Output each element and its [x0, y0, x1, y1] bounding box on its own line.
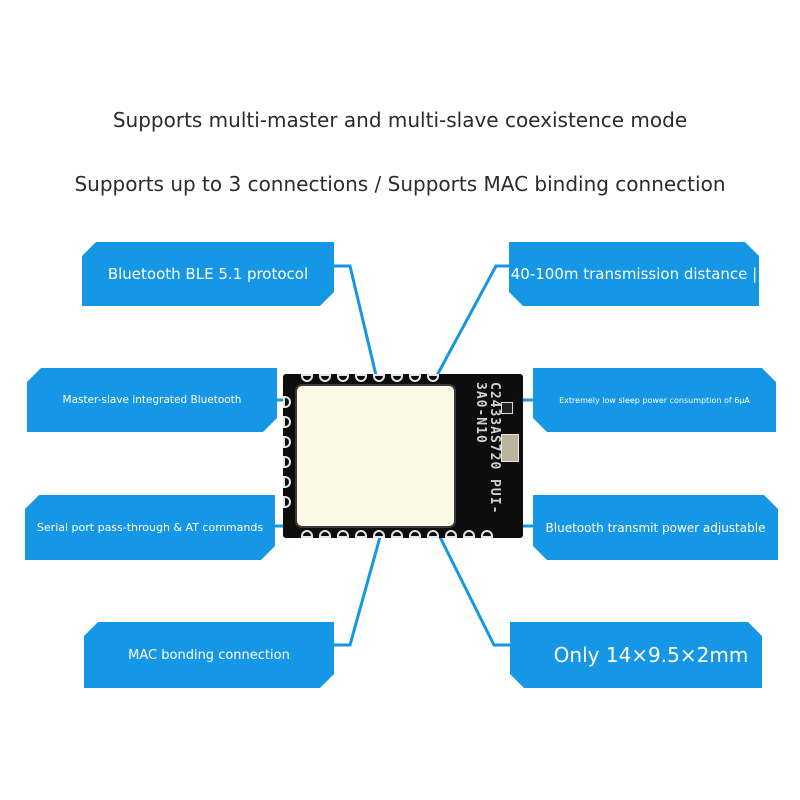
- callout-ble-protocol: Bluetooth BLE 5.1 protocol: [82, 242, 334, 306]
- connector-size: [438, 536, 510, 647]
- callout-transmit-power: Bluetooth transmit power adjustable: [533, 495, 778, 560]
- pad: [427, 530, 439, 538]
- pad: [337, 530, 349, 538]
- pad: [391, 530, 403, 538]
- pad: [283, 436, 291, 448]
- pad: [283, 456, 291, 468]
- silkscreen-label: C2433AS720 PUI-3A0-N10: [473, 382, 502, 515]
- callout-mac-bonding: MAC bonding connection: [84, 622, 334, 688]
- pad: [409, 530, 421, 538]
- crystal-component: [501, 434, 519, 462]
- callout-size: Only 14×9.5×2mm: [510, 622, 762, 688]
- pad: [301, 530, 313, 538]
- pad: [391, 374, 403, 382]
- callout-transmission-distance: 40-100m transmission distance |: [509, 242, 759, 306]
- pad: [445, 530, 457, 538]
- connector-mac-bonding: [334, 536, 382, 647]
- pad: [283, 416, 291, 428]
- pad: [409, 374, 421, 382]
- pad: [319, 374, 331, 382]
- pad: [283, 396, 291, 408]
- bluetooth-module: C2433AS720 PUI-3A0-N10: [283, 374, 523, 538]
- connector-ble-protocol: [334, 264, 382, 393]
- led-component: [501, 402, 513, 414]
- pad: [283, 496, 291, 508]
- rf-shield: [297, 386, 454, 526]
- pad: [427, 374, 439, 382]
- pad: [373, 374, 385, 382]
- pad: [373, 530, 385, 538]
- callout-sleep-power: Extremely low sleep power consumption of…: [533, 368, 776, 432]
- connector-transmission-distance: [426, 264, 509, 393]
- pad: [337, 374, 349, 382]
- headline-connections: Supports up to 3 connections / Supports …: [74, 172, 726, 196]
- callout-master-slave: Master-slave integrated Bluetooth: [27, 368, 277, 432]
- pad: [355, 374, 367, 382]
- callout-serial-passthrough: Serial port pass-through & AT commands: [25, 495, 275, 560]
- headline-coexistence: Supports multi-master and multi-slave co…: [112, 108, 688, 132]
- pad: [283, 476, 291, 488]
- pad: [319, 530, 331, 538]
- pad: [301, 374, 313, 382]
- pad: [355, 530, 367, 538]
